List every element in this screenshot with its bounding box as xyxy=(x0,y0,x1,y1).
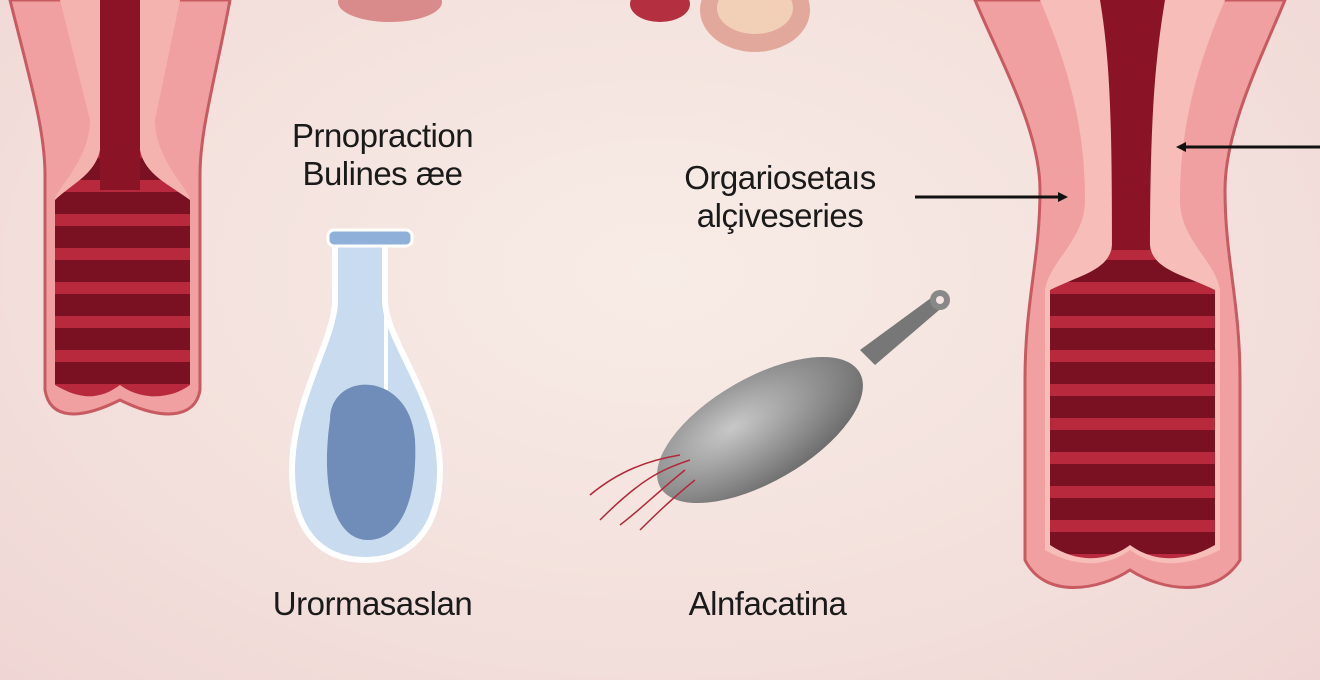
flask xyxy=(288,228,444,564)
label-bottom-center: Alnfacatina xyxy=(688,585,847,622)
label-center: Orgariosetaıs alçiveseries xyxy=(640,159,920,235)
top-organ-fragment-center xyxy=(630,0,810,52)
right-organ xyxy=(973,0,1287,589)
label-top-left-line2: Bulines æe xyxy=(302,155,463,192)
speculum-tool xyxy=(589,290,950,531)
top-organ-fragment-left xyxy=(338,0,442,22)
left-organ xyxy=(8,0,232,416)
pointer-line-right xyxy=(1176,142,1320,152)
label-top-left: Prnopraction Bulines æe xyxy=(250,117,515,193)
label-top-left-line1: Prnopraction xyxy=(291,117,474,154)
pointer-line-center xyxy=(915,192,1068,202)
label-center-line1: Orgariosetaıs xyxy=(684,159,876,196)
label-bottom-left: Urormasaslan xyxy=(272,585,473,622)
label-center-line2: alçiveseries xyxy=(696,197,864,234)
